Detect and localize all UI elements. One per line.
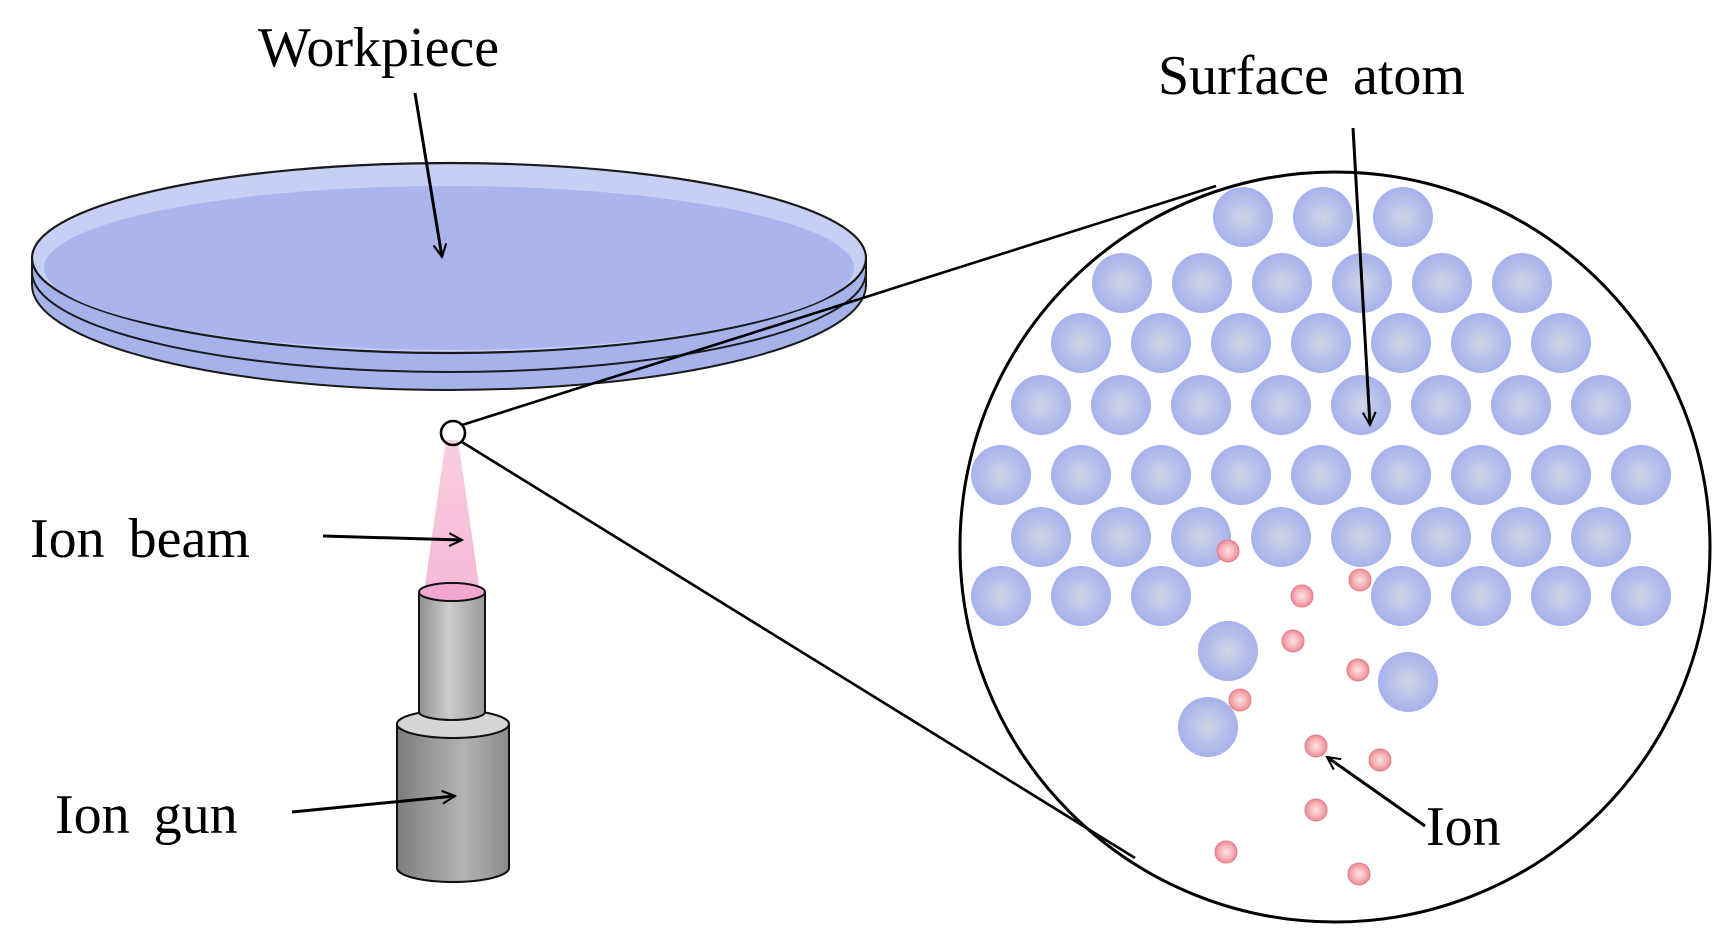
surface-atom — [1051, 313, 1111, 373]
surface-atom — [1251, 375, 1311, 435]
workpiece — [30, 161, 868, 391]
surface-atom — [1291, 313, 1351, 373]
workpiece-arrow — [413, 92, 442, 257]
surface-atom — [1091, 507, 1151, 567]
zoom-line-lower — [461, 440, 1136, 860]
surface-atom — [1131, 566, 1191, 626]
zoom-view — [971, 187, 1671, 886]
surface-atom — [1211, 313, 1271, 373]
surface-atom — [1051, 566, 1111, 626]
surface-atom — [1371, 445, 1431, 505]
magnified-spot — [439, 419, 467, 447]
surface-atom — [1571, 507, 1631, 567]
surface-atom — [1198, 621, 1258, 681]
label-ion-gun: Ion gun — [55, 784, 238, 846]
surface-atom — [1611, 445, 1671, 505]
ion-particle — [1348, 568, 1372, 592]
zoom-line-upper — [461, 184, 1217, 427]
surface-atom — [1331, 375, 1391, 435]
ion-particle — [1304, 734, 1328, 758]
workpiece-top-inner — [44, 186, 854, 350]
surface-atom — [1091, 375, 1151, 435]
surface-atom — [1213, 187, 1273, 247]
surface-atom — [1492, 253, 1552, 313]
label-surface-atom: Surface atom — [1158, 45, 1465, 107]
surface-atom — [1491, 507, 1551, 567]
surface-atom — [1371, 566, 1431, 626]
surface-atom — [1252, 253, 1312, 313]
surface-atom — [1291, 445, 1351, 505]
surface-atom — [1131, 313, 1191, 373]
surface-atom — [1451, 566, 1511, 626]
surface-atom — [1178, 697, 1238, 757]
surface-atom — [971, 566, 1031, 626]
ion-gun-nozzle — [418, 591, 486, 721]
surface-atom — [1131, 445, 1191, 505]
surface-atom — [1611, 566, 1671, 626]
surface-atom — [1411, 507, 1471, 567]
surface-atom — [1011, 375, 1071, 435]
label-ion-beam: Ion beam — [30, 508, 250, 570]
surface-atom — [1092, 253, 1152, 313]
ion-particle — [1281, 629, 1305, 653]
ion-gun-nozzle-top — [418, 582, 486, 602]
ion-gun-body — [396, 723, 510, 883]
label-workpiece: Workpiece — [258, 17, 499, 79]
label-ion: Ion — [1426, 796, 1501, 858]
workpiece-lower-rim — [31, 271, 867, 373]
surface-atom — [1451, 313, 1511, 373]
ion-beam-arrow — [322, 536, 462, 540]
surface-atom — [1051, 445, 1111, 505]
surface-atom — [1251, 507, 1311, 567]
surface-atom — [971, 445, 1031, 505]
zoom-circle — [958, 170, 1712, 924]
ion-gun-arrow — [291, 796, 455, 814]
ion-arrow — [1327, 757, 1426, 828]
ion-particle — [1347, 862, 1371, 886]
surface-atom — [1451, 445, 1511, 505]
surface-atom — [1571, 375, 1631, 435]
surface-atom — [1331, 507, 1391, 567]
ion-particle — [1228, 688, 1252, 712]
surface-atom — [1531, 566, 1591, 626]
ion-particle — [1346, 658, 1370, 682]
ion-particle — [1214, 840, 1238, 864]
surface-atom — [1491, 375, 1551, 435]
ion-particle — [1304, 798, 1328, 822]
surface-atom — [1412, 253, 1472, 313]
surface-atom — [1293, 187, 1353, 247]
surface-atom — [1378, 652, 1438, 712]
surface-atom — [1411, 375, 1471, 435]
ion-particle — [1216, 539, 1240, 563]
surface-atom-arrow — [1351, 127, 1370, 425]
ion-gun — [396, 582, 510, 883]
surface-atom — [1211, 445, 1271, 505]
surface-atom — [1531, 445, 1591, 505]
surface-atom — [1011, 507, 1071, 567]
ion-particle — [1290, 584, 1314, 608]
ion-particle — [1368, 748, 1392, 772]
surface-atom — [1371, 313, 1431, 373]
surface-atom — [1171, 507, 1231, 567]
surface-atom — [1172, 253, 1232, 313]
surface-atom — [1171, 375, 1231, 435]
surface-atom — [1373, 187, 1433, 247]
ion-beam-cone — [424, 440, 480, 592]
surface-atom — [1531, 313, 1591, 373]
